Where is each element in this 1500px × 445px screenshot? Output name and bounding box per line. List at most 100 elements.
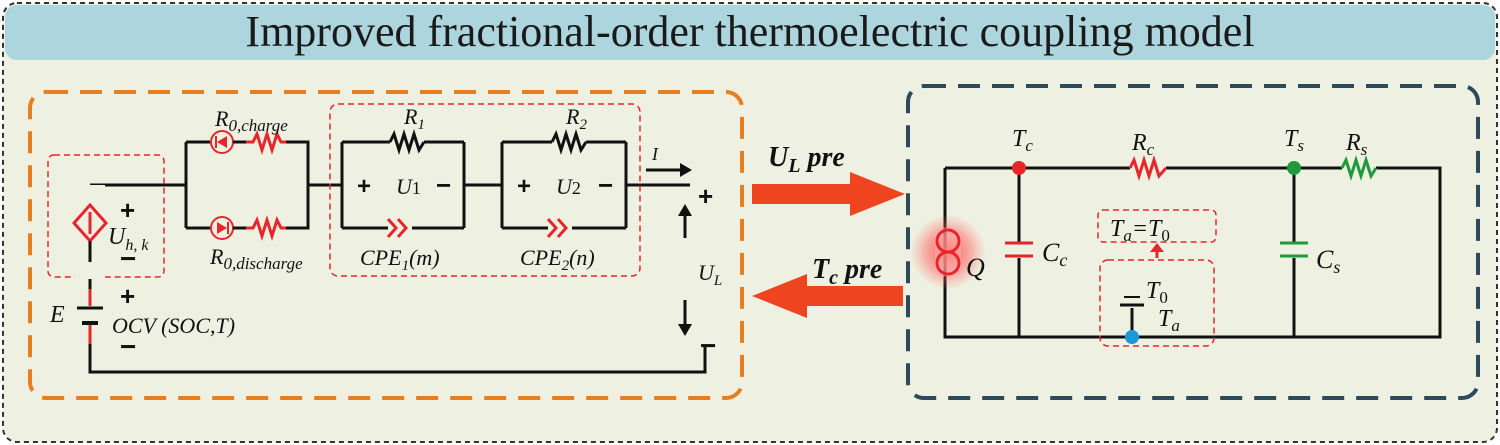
uh-minus: − xyxy=(120,243,136,274)
rc-main: R xyxy=(1131,130,1147,156)
ts-main: T xyxy=(1284,126,1299,152)
ul-pre-main: U xyxy=(768,142,790,173)
ul-pre-sub: L xyxy=(787,155,800,177)
ul-sub: L xyxy=(713,273,722,289)
battery-plus: + xyxy=(120,281,135,311)
ambient-eq-sub-0: 0 xyxy=(1161,226,1170,245)
tc-pre-sub: c xyxy=(829,267,838,289)
charge-diode-icon xyxy=(210,130,234,154)
ambient-up-arrow-icon xyxy=(1150,243,1164,258)
tc-node xyxy=(1012,161,1026,175)
cpe2-icon xyxy=(546,218,569,238)
tc-pre-main: T xyxy=(812,254,831,285)
u2-minus: − xyxy=(598,170,613,200)
tc-main: T xyxy=(1012,126,1027,152)
diagram-title: Improved fractional-order thermoelectric… xyxy=(245,7,1254,56)
cs-label: Cs xyxy=(1316,245,1340,277)
t0-sub: 0 xyxy=(1159,288,1168,307)
cpe2-arg: (n) xyxy=(569,245,595,270)
r0-charge-sub: 0,charge xyxy=(228,116,288,135)
rc-network-box xyxy=(329,103,641,277)
current-arrow-icon xyxy=(646,163,692,177)
rs-label: Rs xyxy=(1345,130,1368,159)
uh-label-main: U xyxy=(108,224,127,250)
hysteresis-voltage-source-icon xyxy=(71,185,109,279)
tc-label: Tc xyxy=(1012,126,1033,155)
ambient-equation-label: Ta=T0 xyxy=(1110,216,1170,245)
ocv-label: OCV (SOC,T) xyxy=(112,313,235,338)
r1-main: R xyxy=(403,104,418,129)
battery-minus: − xyxy=(120,331,136,362)
ul-main: U xyxy=(698,260,716,285)
r0-discharge-resistor-icon xyxy=(246,214,286,242)
r2-main: R xyxy=(565,104,580,129)
r2-resistor-icon xyxy=(550,128,588,156)
ambient-source-box xyxy=(1099,259,1215,347)
tc-sub: c xyxy=(1025,136,1033,155)
cpe1-main: CPE xyxy=(360,245,402,270)
ts-label: Ts xyxy=(1284,126,1304,155)
cs-main: C xyxy=(1316,245,1334,274)
ta-label: Ta xyxy=(1158,306,1180,335)
r0-discharge-label: R0,discharge xyxy=(209,244,303,273)
ul-label: UL xyxy=(698,260,722,289)
uh-label-sub: h, k xyxy=(125,237,149,254)
r0-discharge-main: R xyxy=(209,244,224,269)
uh-plus: + xyxy=(120,195,135,225)
uh-label: Uh, k xyxy=(108,224,149,254)
ta-node xyxy=(1125,330,1139,344)
rs-sub: s xyxy=(1361,140,1368,159)
r2-sub: 2 xyxy=(579,117,587,133)
electrical-model-box xyxy=(28,90,744,400)
cpe1-label: CPE1(m) xyxy=(360,245,440,274)
r0-charge-main: R xyxy=(214,106,229,131)
u1-label: U1 xyxy=(396,174,421,199)
cc-sub: c xyxy=(1059,250,1067,270)
cpe2-label: CPE2(n) xyxy=(520,245,595,274)
u2-sub: 2 xyxy=(572,178,581,198)
cs-capacitor-icon xyxy=(1280,241,1308,258)
u2-label: U2 xyxy=(556,174,581,199)
r1-resistor-icon xyxy=(388,128,426,156)
thermal-model-box xyxy=(906,84,1480,400)
battery-ocv-icon xyxy=(74,289,106,344)
cc-capacitor-icon xyxy=(1005,241,1033,258)
tc-pre-word: pre xyxy=(838,254,882,285)
current-label: I xyxy=(651,144,659,164)
title-bar xyxy=(5,5,1495,60)
r0-charge-label: R0,charge xyxy=(214,106,288,135)
ta-sub: a xyxy=(1171,316,1180,335)
heat-source-icon xyxy=(935,228,961,276)
cpe1-arg: (m) xyxy=(409,245,440,270)
tc-pre-label: Tc pre xyxy=(812,254,882,289)
rc-sub: c xyxy=(1147,140,1155,159)
ul-pre-arrow-icon xyxy=(752,172,905,216)
ambient-eq-mid: =T xyxy=(1132,216,1163,242)
u2-plus: + xyxy=(517,173,531,200)
tc-pre-arrow-icon xyxy=(752,274,903,318)
u1-sub: 1 xyxy=(412,178,421,198)
rs-main: R xyxy=(1345,130,1361,156)
ul-plus: + xyxy=(698,181,713,211)
discharge-diode-icon xyxy=(210,216,234,240)
rc-resistor-icon xyxy=(1128,154,1168,182)
ambient-eq-sub-a: a xyxy=(1123,226,1132,245)
battery-label: E xyxy=(49,302,65,328)
u1-plus: + xyxy=(357,173,371,200)
u1-main: U xyxy=(396,174,414,199)
cs-sub: s xyxy=(1333,257,1340,277)
rc-label: Rc xyxy=(1131,130,1155,159)
ambient-equation-box xyxy=(1097,209,1217,243)
heat-source-label: Q xyxy=(966,253,985,282)
r0-discharge-sub: 0,discharge xyxy=(223,254,303,273)
r2-label: R2 xyxy=(565,104,587,133)
t0-label: T0 xyxy=(1146,278,1168,307)
ambient-eq-t: T xyxy=(1110,216,1125,242)
cpe2-sub: 2 xyxy=(562,258,570,274)
ts-node xyxy=(1287,161,1301,175)
ul-up-arrow-icon xyxy=(678,204,692,238)
u1-minus: − xyxy=(436,170,451,200)
